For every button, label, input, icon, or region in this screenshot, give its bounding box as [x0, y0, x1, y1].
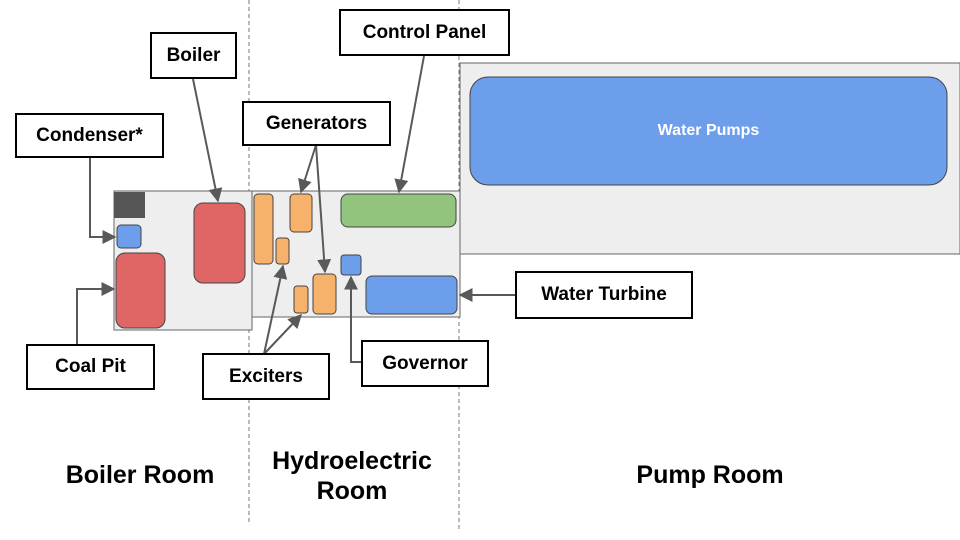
water-pumps-unit — [469, 76, 948, 186]
generator-unit-1 — [253, 193, 274, 265]
callout-arrows — [76, 55, 515, 363]
boiler-unit — [193, 202, 246, 284]
exciter-unit-1 — [275, 237, 290, 265]
coal-pit-label: Coal Pit — [26, 344, 155, 390]
boiler-label: Boiler — [150, 32, 237, 79]
condenser-unit — [116, 224, 142, 249]
condenser-label: Condenser* — [15, 113, 164, 158]
governor-unit — [340, 254, 362, 276]
generators-arrow-1 — [298, 144, 317, 194]
exciter-unit-2 — [293, 285, 309, 314]
dark-block — [114, 192, 145, 218]
coal-pit-arrow — [76, 282, 116, 346]
boiler-arrow — [192, 78, 223, 203]
generator-unit-3 — [312, 273, 337, 315]
control-panel-unit — [340, 193, 457, 228]
governor-label: Governor — [361, 340, 489, 387]
pump-room-title: Pump Room — [636, 461, 784, 489]
hydroelectric-room-title-line2: Room — [316, 477, 388, 505]
generators-arrow-2 — [315, 144, 332, 274]
exciters-label: Exciters — [202, 353, 330, 400]
coal-pit-unit — [115, 252, 166, 329]
hydroelectric-room-title-line1: Hydroelectric — [272, 447, 432, 475]
water-turbine-unit — [365, 275, 458, 315]
exciters-arrow-2 — [263, 313, 302, 355]
generator-unit-2 — [289, 193, 313, 233]
boiler-room-title: Boiler Room — [65, 461, 215, 489]
water-pumps-label: Water Pumps — [657, 122, 760, 139]
exciters-arrow-1 — [263, 264, 288, 355]
hydroelectric-room-title: Hydroelectric Room — [252, 446, 452, 506]
control-panel-arrow — [394, 55, 425, 194]
generators-label: Generators — [242, 101, 391, 146]
water-turbine-label: Water Turbine — [515, 271, 693, 319]
control-panel-label: Control Panel — [339, 9, 510, 56]
condenser-arrow — [89, 158, 117, 244]
governor-arrow — [344, 275, 362, 363]
